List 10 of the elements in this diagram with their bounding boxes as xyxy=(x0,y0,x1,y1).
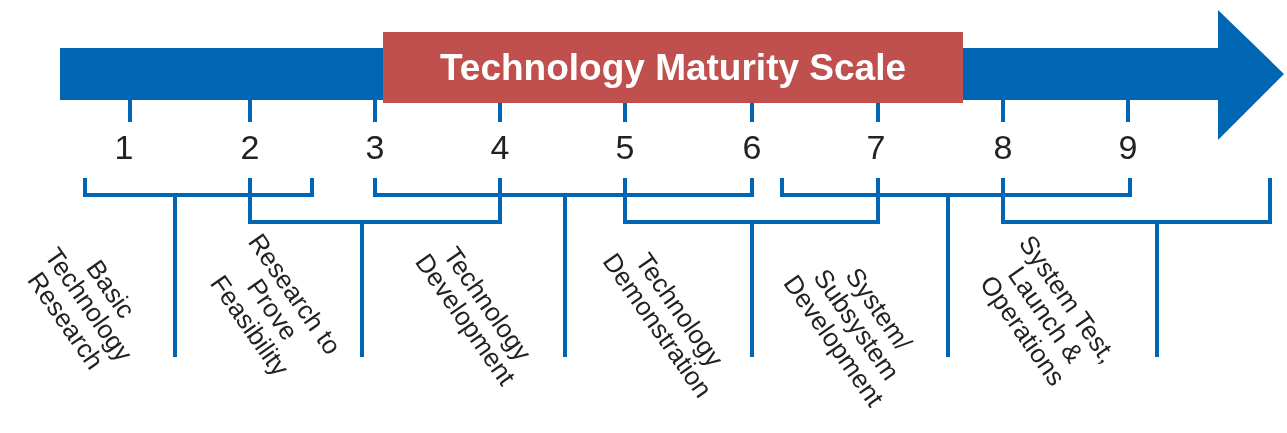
level-number: 4 xyxy=(489,130,511,164)
level-number: 3 xyxy=(364,130,386,164)
level-number: 1 xyxy=(113,130,135,164)
level-number: 2 xyxy=(239,130,261,164)
level-number: 7 xyxy=(865,130,887,164)
title-banner: Technology Maturity Scale xyxy=(383,32,963,103)
level-number: 6 xyxy=(741,130,763,164)
level-number: 8 xyxy=(992,130,1014,164)
level-number: 5 xyxy=(614,130,636,164)
level-number: 9 xyxy=(1117,130,1139,164)
